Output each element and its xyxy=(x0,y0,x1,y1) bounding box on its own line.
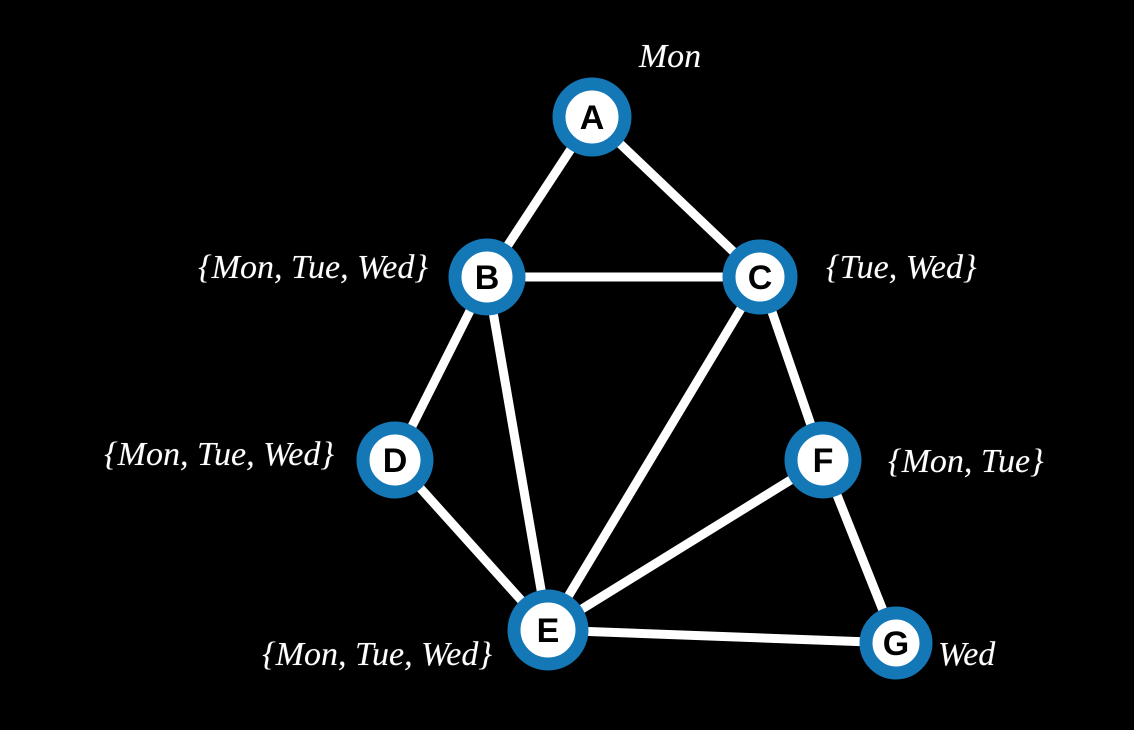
node-g-circle xyxy=(859,606,933,680)
node-d-circle xyxy=(356,421,434,499)
node-f[interactable]: F xyxy=(784,421,862,499)
node-f-circle xyxy=(784,421,862,499)
domain-label-f: {Mon, Tue} xyxy=(888,443,1044,480)
node-b-letter: B xyxy=(475,259,500,297)
domain-label-a: Mon xyxy=(638,38,702,75)
domain-label-g: Wed xyxy=(938,636,996,673)
edge-c-e xyxy=(543,272,765,635)
node-b-circle xyxy=(448,238,526,316)
node-c-letter: C xyxy=(748,259,773,297)
edge-e-g xyxy=(543,625,901,648)
node-a[interactable]: A xyxy=(552,77,632,157)
node-a-circle xyxy=(552,77,632,157)
node-b[interactable]: B xyxy=(448,238,526,316)
node-a-letter: A xyxy=(580,99,605,137)
domain-label-d: {Mon, Tue, Wed} xyxy=(104,436,334,473)
node-c[interactable]: C xyxy=(722,239,798,315)
edge-b-e xyxy=(482,272,553,635)
node-g-letter: G xyxy=(883,625,909,663)
domain-label-e: {Mon, Tue, Wed} xyxy=(262,636,492,673)
nodes-layer: A B C D E F G xyxy=(356,77,933,680)
domain-label-c: {Tue, Wed} xyxy=(826,249,977,286)
node-e-letter: E xyxy=(537,612,560,650)
node-e[interactable]: E xyxy=(507,589,589,671)
node-e-circle xyxy=(507,589,589,671)
node-c-circle xyxy=(722,239,798,315)
node-g[interactable]: G xyxy=(859,606,933,680)
node-d-letter: D xyxy=(383,442,408,480)
domain-label-b: {Mon, Tue, Wed} xyxy=(198,249,428,286)
edges-layer xyxy=(390,112,901,648)
edge-e-f xyxy=(543,455,828,635)
node-d[interactable]: D xyxy=(356,421,434,499)
node-f-letter: F xyxy=(813,442,834,480)
